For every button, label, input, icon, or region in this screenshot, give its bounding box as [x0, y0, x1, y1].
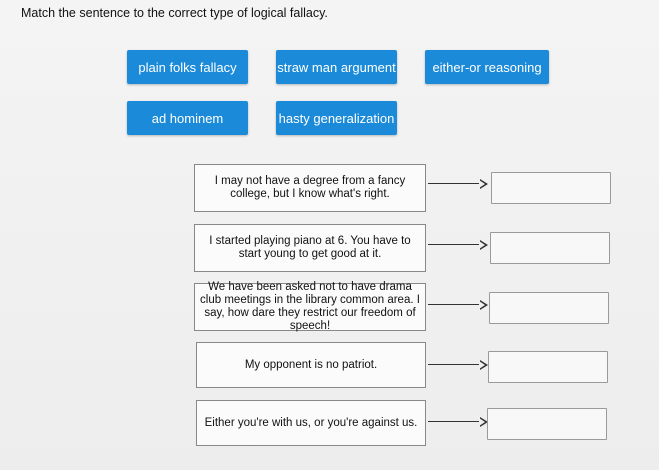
- sentence-4: My opponent is no patriot.: [196, 342, 426, 388]
- answer-drop-zone-5[interactable]: [487, 408, 607, 440]
- answer-drop-zone-4[interactable]: [488, 351, 608, 383]
- answer-drop-zone-1[interactable]: [491, 172, 611, 204]
- arrow-icon: [428, 240, 488, 250]
- arrow-icon: [428, 179, 488, 189]
- arrow-icon: [428, 360, 488, 370]
- sentence-5: Either you're with us, or you're against…: [196, 400, 426, 446]
- arrow-icon: [428, 417, 488, 427]
- instruction-text: Match the sentence to the correct type o…: [21, 6, 328, 20]
- tile-either-or-reasoning[interactable]: either-or reasoning: [425, 50, 549, 84]
- sentence-3: We have been asked not to have drama clu…: [194, 281, 426, 332]
- answer-drop-zone-2[interactable]: [490, 232, 610, 264]
- sentence-1: I may not have a degree from a fancy col…: [194, 164, 426, 212]
- tile-straw-man-argument[interactable]: straw man argument: [276, 50, 397, 84]
- tile-plain-folks-fallacy[interactable]: plain folks fallacy: [127, 50, 248, 84]
- answer-drop-zone-3[interactable]: [489, 292, 609, 324]
- arrow-icon: [428, 300, 488, 310]
- sentence-2: I started playing piano at 6. You have t…: [194, 224, 426, 272]
- tile-ad-hominem[interactable]: ad hominem: [127, 101, 248, 135]
- tile-hasty-generalization[interactable]: hasty generalization: [276, 101, 397, 135]
